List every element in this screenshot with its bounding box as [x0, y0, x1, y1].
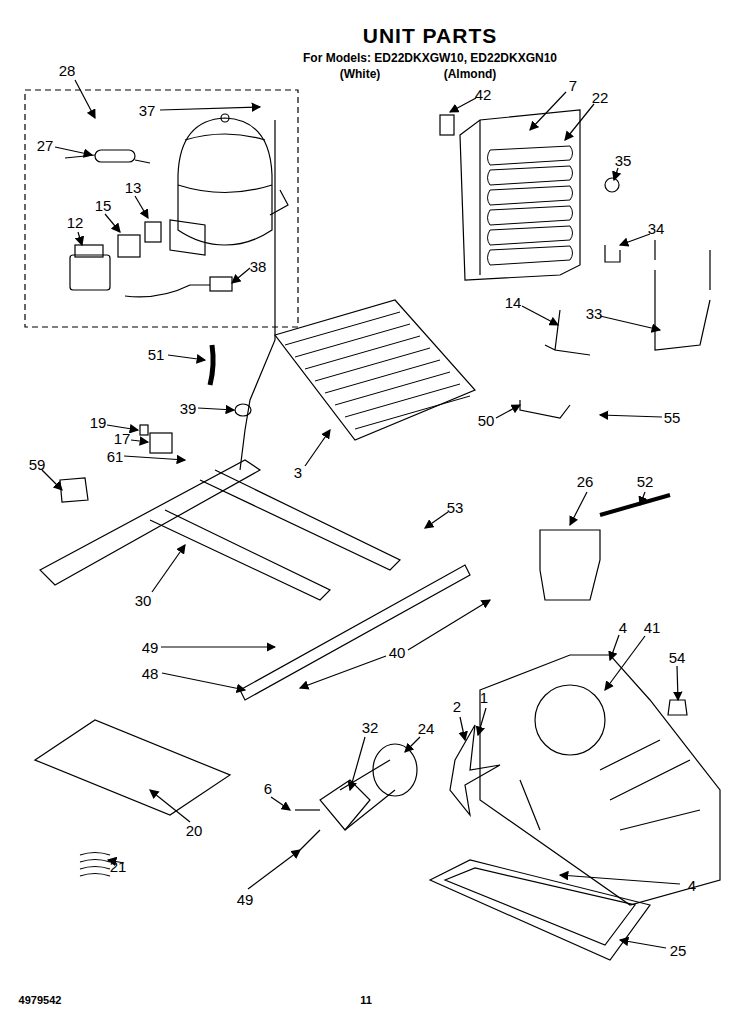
callout-number: 37 [139, 103, 156, 118]
color-note: (Almond) [444, 68, 497, 80]
color-note: (White) [340, 68, 381, 80]
callout-number: 20 [186, 823, 203, 838]
callout-number: 61 [107, 449, 124, 464]
callout-number: 40 [389, 645, 406, 660]
callout-number: 12 [67, 215, 84, 230]
diagram-title: UNIT PARTS [363, 25, 497, 46]
callout-number: 30 [135, 593, 152, 608]
callout-number: 4 [688, 878, 696, 893]
callout-number: 54 [669, 650, 686, 665]
callout-number: 55 [664, 410, 681, 425]
callout-number: 13 [125, 180, 142, 195]
callout-number: 3 [294, 465, 302, 480]
callout-number: 19 [90, 415, 107, 430]
page-number: 11 [360, 995, 372, 1006]
callout-number: 52 [637, 474, 654, 489]
document-number: 4979542 [19, 995, 62, 1006]
callout-number: 38 [250, 259, 267, 274]
callout-number: 49 [142, 640, 159, 655]
callout-number: 22 [592, 90, 609, 105]
callout-number: 35 [615, 153, 632, 168]
callout-number: 14 [505, 295, 522, 310]
callout-number: 4 [619, 620, 627, 635]
callout-number: 42 [475, 87, 492, 102]
callout-number: 33 [586, 306, 603, 321]
model-list: For Models: ED22DKXGW10, ED22DKXGN10 [303, 52, 557, 64]
callout-number: 21 [110, 859, 127, 874]
callout-number: 15 [95, 198, 112, 213]
callout-number: 48 [142, 666, 159, 681]
callout-number: 24 [418, 721, 435, 736]
callout-number: 41 [644, 620, 661, 635]
callout-number: 6 [264, 781, 272, 796]
callout-number: 7 [569, 78, 577, 93]
callout-number: 25 [670, 943, 687, 958]
callout-number: 59 [29, 457, 46, 472]
callout-number: 34 [648, 221, 665, 236]
callout-number: 39 [180, 401, 197, 416]
callout-number: 51 [148, 347, 165, 362]
callout-number: 49 [237, 892, 254, 907]
callout-number: 53 [447, 500, 464, 515]
callout-number: 2 [453, 699, 461, 714]
callout-number: 17 [114, 431, 131, 446]
callout-number: 1 [480, 690, 488, 705]
callout-number: 27 [37, 138, 54, 153]
callout-number: 32 [362, 720, 379, 735]
callout-number: 28 [59, 63, 76, 78]
callout-number: 50 [478, 413, 495, 428]
callout-number: 26 [577, 474, 594, 489]
